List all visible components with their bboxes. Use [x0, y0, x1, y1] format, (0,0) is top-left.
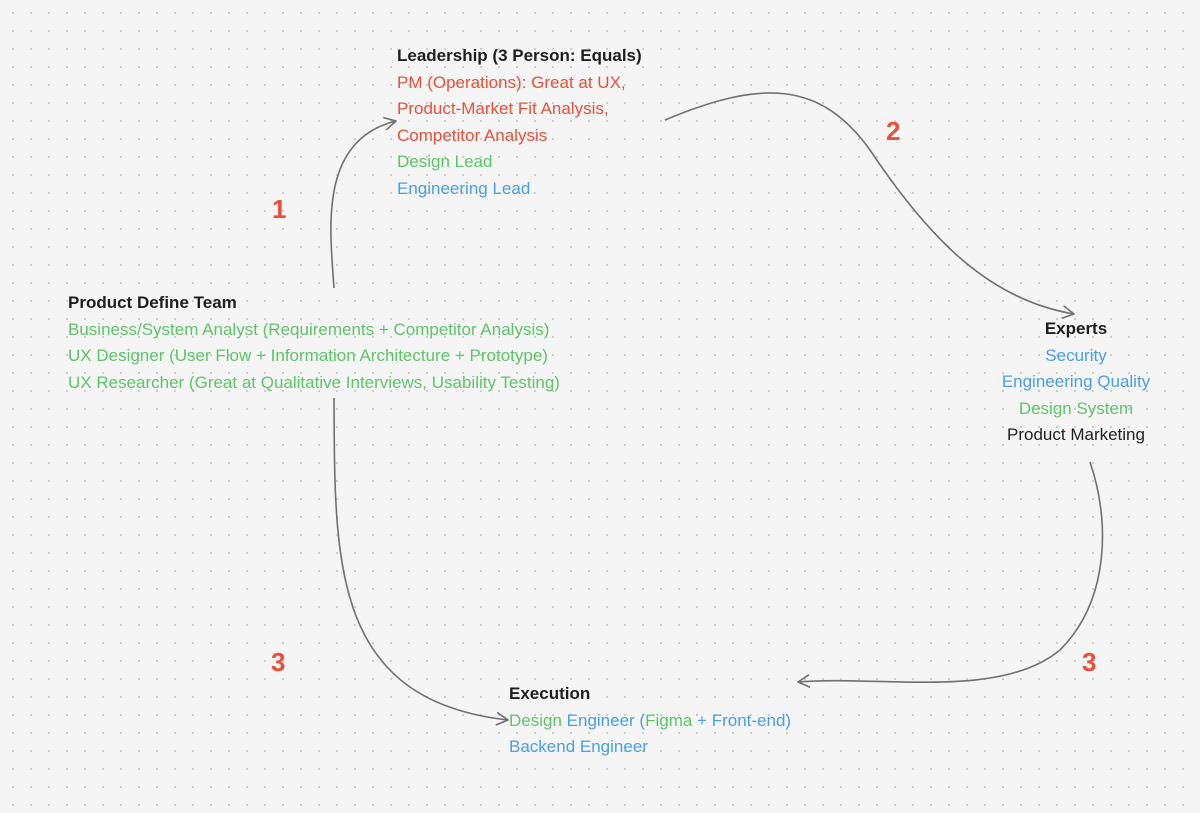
execution-figma-word: Figma: [645, 710, 693, 730]
experts-product-marketing: Product Marketing: [1007, 425, 1145, 444]
connector-define-to-execution: [333, 397, 509, 726]
execution-design-word: Design: [509, 710, 562, 730]
leadership-design-lead: Design Lead: [397, 152, 493, 171]
step-number-2: 2: [886, 116, 901, 146]
leadership-engineering-lead: Engineering Lead: [397, 178, 531, 198]
step-number-3-left: 3: [271, 647, 286, 677]
step-number-1: 1: [272, 194, 287, 224]
product-define-team-item: UX Designer (User Flow + Information Arc…: [68, 346, 548, 365]
product-define-team-item: UX Researcher (Great at Qualitative Inte…: [68, 372, 560, 392]
experts-security: Security: [1045, 345, 1107, 365]
experts-node[interactable]: Experts Security Engineering Quality Des…: [990, 316, 1162, 449]
execution-backend-engineer: Backend Engineer: [509, 737, 648, 756]
experts-title: Experts: [1044, 319, 1108, 338]
product-define-team-item: Business/System Analyst (Requirements + …: [68, 319, 550, 339]
leadership-pm-line-2: Product-Market Fit Analysis,: [397, 99, 609, 118]
product-define-team-node[interactable]: Product Define Team Business/System Anal…: [68, 290, 560, 396]
step-number-3-right: 3: [1082, 647, 1097, 677]
leadership-pm-line-3: Competitor Analysis: [397, 125, 548, 145]
experts-design-system: Design System: [1018, 398, 1134, 418]
connector-define-to-leadership: [330, 116, 397, 289]
experts-engineering-quality: Engineering Quality: [1001, 372, 1151, 391]
execution-title: Execution: [509, 684, 591, 703]
product-define-team-title: Product Define Team: [68, 293, 237, 312]
connector-leadership-to-experts: [664, 92, 1075, 319]
execution-engineer-word: Engineer (: [561, 710, 646, 730]
leadership-title: Leadership (3 Person: Equals): [397, 46, 642, 65]
connector-experts-to-execution: [797, 461, 1104, 688]
leadership-node[interactable]: Leadership (3 Person: Equals) PM (Operat…: [397, 43, 642, 202]
execution-design-engineer: Design Engineer (Figma + Front-end): [509, 708, 791, 735]
leadership-pm-line-1: PM (Operations): Great at UX,: [397, 72, 626, 92]
execution-frontend-word: + Front-end): [692, 710, 792, 730]
execution-node[interactable]: Execution Design Engineer (Figma + Front…: [509, 681, 791, 761]
